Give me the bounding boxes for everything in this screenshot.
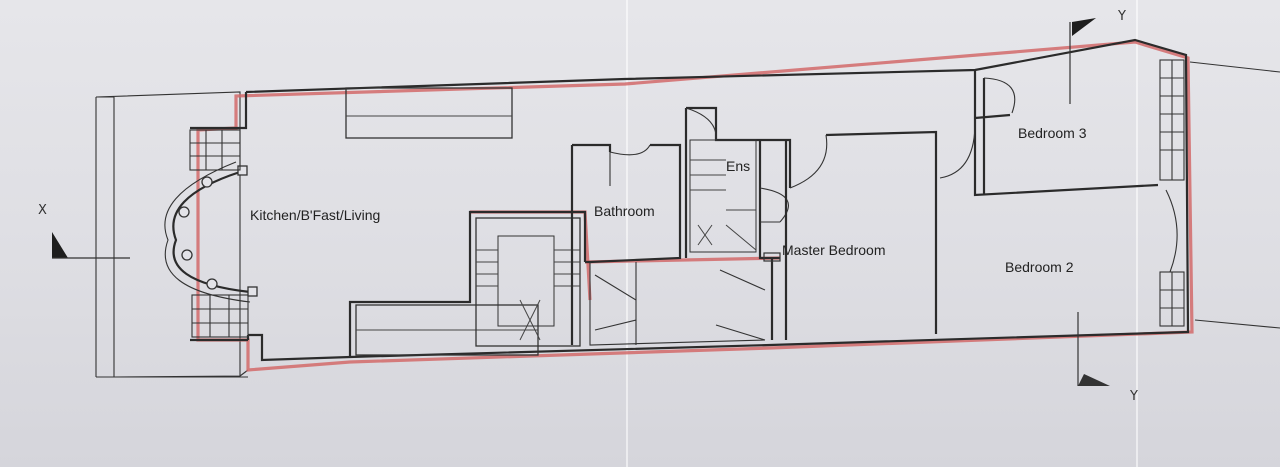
bedroom3-walls: [973, 70, 1159, 197]
bathroom-walls: [570, 143, 682, 345]
section-marker-y-bottom: Y: [1077, 312, 1138, 404]
section-marker-x: X: [38, 203, 130, 259]
site-boundary: [95, 61, 1280, 378]
stair-bottom: [355, 304, 539, 356]
marker-y-top-label: Y: [1117, 9, 1126, 24]
ensuite-door: [685, 107, 717, 141]
room-label-ensuite: Ens: [726, 158, 750, 174]
boundary-outline: [196, 40, 1194, 372]
outer-walls: [190, 38, 1190, 362]
master-door: [789, 134, 828, 189]
bay-window: [172, 170, 251, 294]
room-label-kitchen: Kitchen/B'Fast/Living: [250, 207, 380, 223]
right-fitted-units: [1159, 59, 1185, 327]
ensuite-door-swing: [759, 187, 789, 223]
marker-x-label: X: [38, 203, 47, 218]
planter-bottom: [191, 294, 249, 338]
room-label-bedroom3: Bedroom 3: [1018, 125, 1087, 141]
bathroom-door: [609, 144, 651, 156]
fold-crease: [626, 0, 628, 467]
planter-top: [189, 129, 241, 171]
stair-top: [345, 87, 513, 139]
room-label-bedroom2: Bedroom 2: [1005, 259, 1074, 275]
stairwell: [475, 217, 581, 347]
kitchen-stair-wall: [348, 210, 587, 357]
corridor-lines: [589, 262, 766, 346]
ensuite-stair: [689, 139, 757, 253]
marker-y-bottom-label: Y: [1129, 389, 1138, 404]
room-label-master: Master Bedroom: [782, 242, 885, 258]
fold-crease: [1136, 0, 1138, 467]
bay-window-posts: [178, 165, 258, 297]
bedroom3-door: [983, 77, 1016, 114]
room-label-bathroom: Bathroom: [594, 203, 655, 219]
section-marker-y-top: Y: [1069, 9, 1126, 104]
bedroom2-door: [939, 119, 976, 179]
master-walls: [770, 130, 938, 340]
